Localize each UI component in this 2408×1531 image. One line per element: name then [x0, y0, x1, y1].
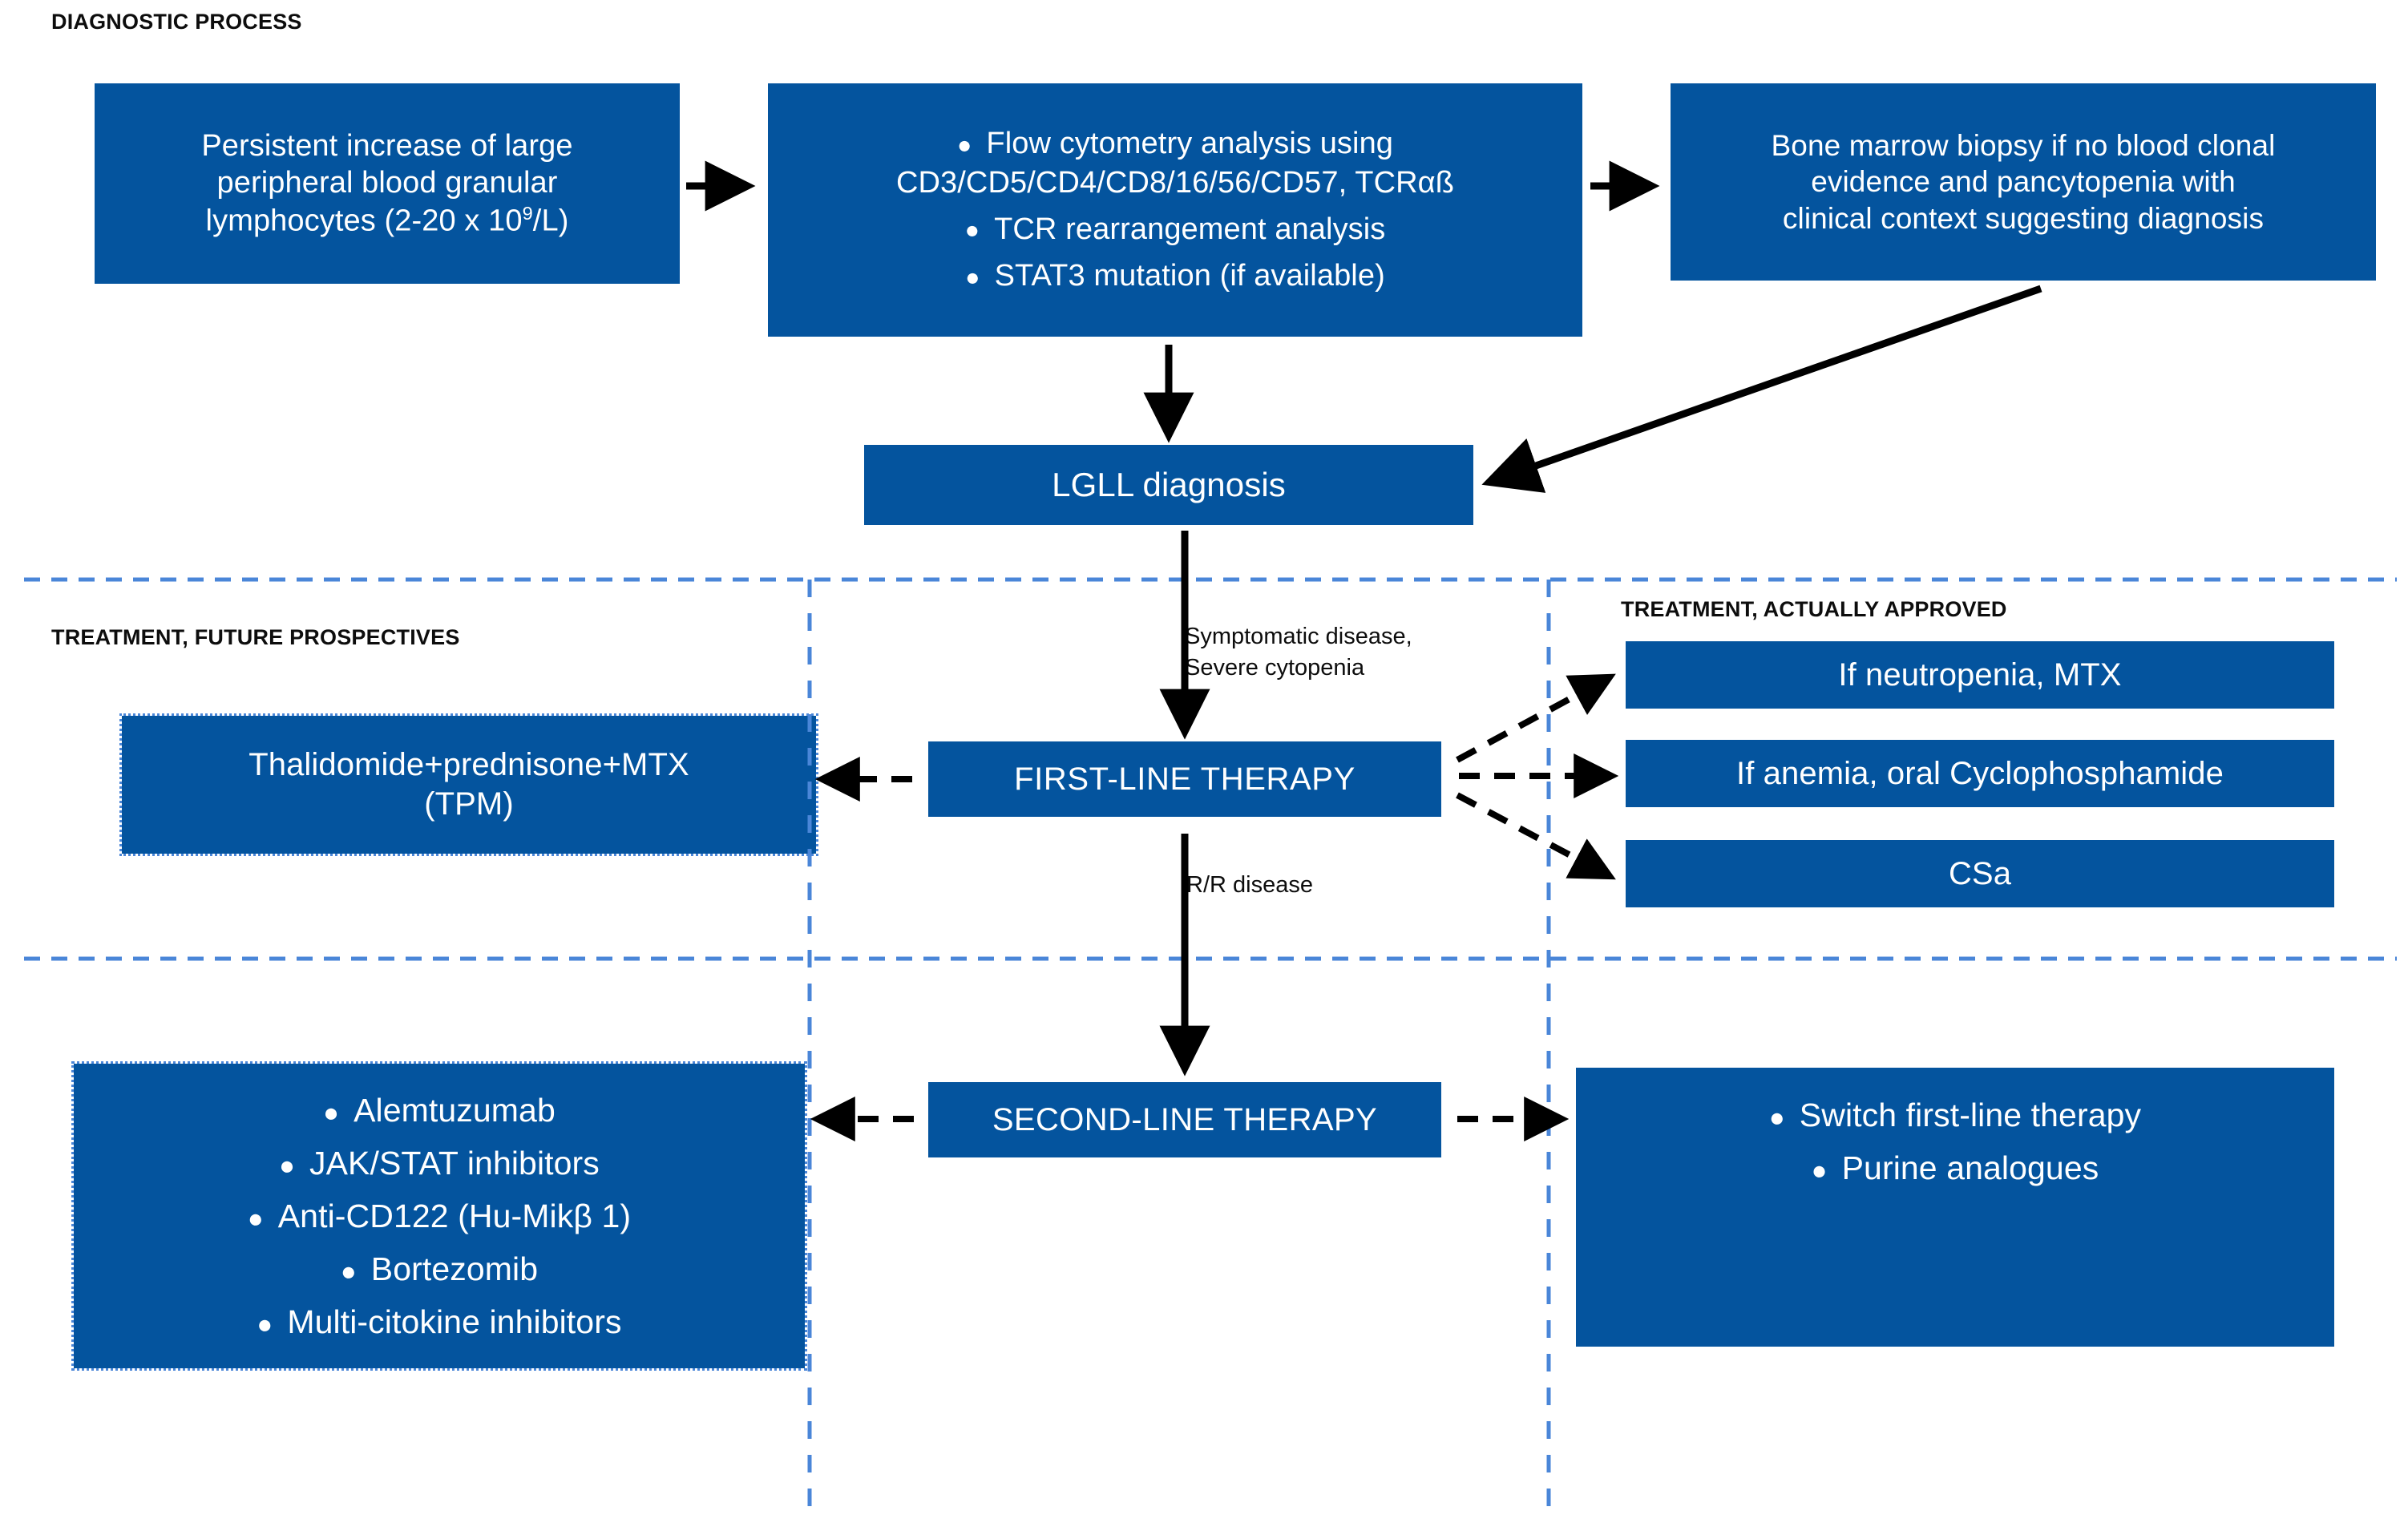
edge-label-rr-disease: R/R disease	[1186, 872, 1313, 898]
lab-workup-bullet-2: TCR rearrangement analysis	[994, 212, 1386, 246]
list-item: ● STAT3 mutation (if available)	[774, 257, 1576, 294]
box-csa[interactable]: CSa	[1626, 840, 2334, 907]
list-item: ● TCR rearrangement analysis	[774, 211, 1576, 248]
future-bullet-4: Bortezomib	[370, 1250, 539, 1287]
section-header-treatment-actually-approved: TREATMENT, ACTUALLY APPROVED	[1621, 597, 2007, 621]
bullet-icon: ●	[247, 1203, 264, 1234]
persistent-increase-line-2: peripheral blood granular	[216, 166, 558, 200]
persistent-increase-line-3: lymphocytes (2-20 x 109/L)	[205, 202, 569, 238]
bone-marrow-line-3: clinical context suggesting diagnosis	[1782, 201, 2265, 235]
arrow-firstline-to-csa	[1456, 792, 1616, 880]
box-if-neutropenia-mtx[interactable]: If neutropenia, MTX	[1626, 641, 2334, 709]
bullet-icon: ●	[1811, 1155, 1828, 1186]
list-item: ● Purine analogues	[1576, 1148, 2334, 1188]
list-item: ● Flow cytometry analysis using	[774, 125, 1576, 162]
bullet-icon: ●	[257, 1309, 273, 1339]
list-item: ● JAK/STAT inhibitors	[74, 1143, 805, 1183]
box-lgll-diagnosis[interactable]: LGLL diagnosis	[864, 445, 1473, 525]
bone-marrow-line-1: Bone marrow biopsy if no blood clonal	[1771, 129, 2276, 163]
section-header-diagnostic-process: DIAGNOSTIC PROCESS	[51, 10, 302, 34]
bullet-icon: ●	[323, 1097, 340, 1128]
list-item: ● Anti-CD122 (Hu-Mikβ 1)	[74, 1196, 805, 1236]
tpm-line-1: Thalidomide+prednisone+MTX	[248, 747, 689, 783]
tpm-line-2: (TPM)	[424, 786, 514, 822]
box-persistent-increase[interactable]: Persistent increase of large peripheral …	[95, 83, 680, 284]
box-bone-marrow-biopsy[interactable]: Bone marrow biopsy if no blood clonal ev…	[1671, 83, 2376, 281]
list-item: ● Alemtuzumab	[74, 1090, 805, 1130]
box-second-line-therapy[interactable]: SECOND-LINE THERAPY	[928, 1082, 1441, 1157]
lab-workup-bullet-1: Flow cytometry analysis using	[986, 127, 1394, 161]
symptomatic-line-1: Symptomatic disease,	[1185, 624, 1412, 649]
bullet-icon: ●	[1768, 1102, 1785, 1133]
lab-workup-list: ● Flow cytometry analysis using CD3/CD5/C…	[774, 125, 1576, 294]
arrow-firstline-to-neutropenia	[1456, 673, 1616, 763]
box-approved-second-line-options[interactable]: ● Switch first-line therapy ● Purine analo…	[1576, 1068, 2334, 1347]
approved-bullet-2: Purine analogues	[1841, 1149, 2099, 1187]
future-bullet-5: Multi-citokine inhibitors	[287, 1303, 622, 1341]
future-bullet-1: Alemtuzumab	[354, 1091, 556, 1129]
list-item: ● Bortezomib	[74, 1249, 805, 1289]
future-bullet-3: Anti-CD122 (Hu-Mikβ 1)	[277, 1197, 632, 1234]
lab-workup-bullet-3: STAT3 mutation (if available)	[994, 259, 1385, 293]
bullet-icon: ●	[956, 131, 972, 159]
box-lab-workup[interactable]: ● Flow cytometry analysis using CD3/CD5/C…	[768, 83, 1582, 337]
persistent-increase-line-1: Persistent increase of large	[201, 129, 573, 164]
box-thalidomide-prednisone-mtx[interactable]: Thalidomide+prednisone+MTX (TPM)	[119, 713, 818, 856]
box-first-line-therapy[interactable]: FIRST-LINE THERAPY	[928, 741, 1441, 817]
edge-label-symptomatic-disease: Symptomatic disease, Severe cytopenia	[1185, 621, 1412, 684]
lab-workup-flow-panel: CD3/CD5/CD4/CD8/16/56/CD57, TCRαß	[895, 165, 1455, 200]
bullet-icon: ●	[964, 216, 980, 244]
approved-second-line-list: ● Switch first-line therapy ● Purine analo…	[1576, 1095, 2334, 1188]
bullet-icon: ●	[965, 263, 980, 291]
box-future-second-line-options[interactable]: ● Alemtuzumab ● JAK/STAT inhibitors ● Anti-…	[71, 1061, 807, 1371]
future-bullet-2: JAK/STAT inhibitors	[309, 1144, 600, 1182]
bullet-icon: ●	[279, 1150, 295, 1181]
box-if-anemia-cyclophosphamide[interactable]: If anemia, oral Cyclophosphamide	[1626, 740, 2334, 807]
list-item: ● Multi-citokine inhibitors	[74, 1302, 805, 1342]
bullet-icon: ●	[340, 1256, 357, 1287]
section-header-treatment-future-prospectives: TREATMENT, FUTURE PROSPECTIVES	[51, 625, 460, 649]
symptomatic-line-2: Severe cytopenia	[1185, 655, 1365, 681]
future-second-line-list: ● Alemtuzumab ● JAK/STAT inhibitors ● Anti-…	[74, 1090, 805, 1342]
bone-marrow-line-2: evidence and pancytopenia with	[1811, 165, 2236, 199]
list-item: ● Switch first-line therapy	[1576, 1095, 2334, 1135]
approved-bullet-1: Switch first-line therapy	[1799, 1097, 2142, 1133]
